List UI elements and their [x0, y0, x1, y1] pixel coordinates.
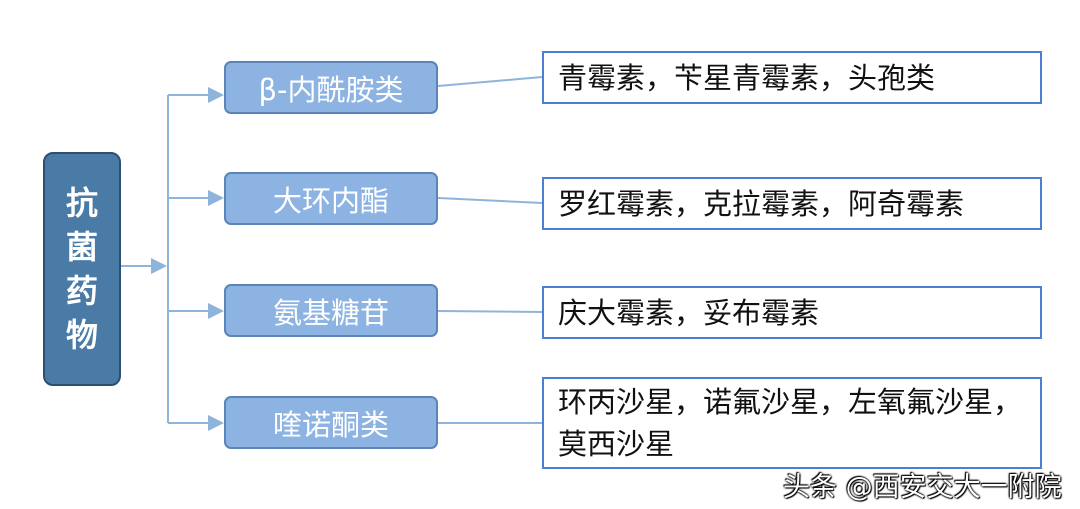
examples-text: 青霉素，苄星青霉素，头孢类 [558, 60, 936, 95]
examples-box-macrolide: 罗红霉素，克拉霉素，阿奇霉素 [542, 177, 1042, 230]
examples-box-quinolone: 环丙沙星，诺氟沙星，左氧氟沙星，莫西沙星 [542, 377, 1042, 469]
examples-text: 庆大霉素，妥布霉素 [558, 295, 820, 330]
root-node-antibacterial-drugs: 抗 菌 药 物 [43, 152, 121, 386]
example-line-1 [437, 76, 543, 87]
category-node-aminoglycoside: 氨基糖苷 [224, 284, 438, 337]
examples-box-aminoglycoside: 庆大霉素，妥布霉素 [542, 286, 1042, 339]
example-line-2 [437, 197, 543, 204]
examples-box-beta-lactam: 青霉素，苄星青霉素，头孢类 [542, 51, 1042, 104]
examples-text: 环丙沙星，诺氟沙星，左氧氟沙星，莫西沙星 [558, 385, 1023, 461]
category-node-beta-lactam: β-内酰胺类 [224, 61, 438, 114]
root-char: 药 [65, 272, 98, 310]
watermark-text: 头条 @西安交大一附院 [783, 472, 1062, 503]
category-node-macrolide: 大环内酯 [224, 172, 438, 225]
category-node-quinolone: 喹诺酮类 [224, 396, 438, 449]
root-char: 菌 [65, 228, 98, 266]
root-char: 物 [65, 316, 98, 354]
root-char: 抗 [65, 184, 98, 222]
examples-text: 罗红霉素，克拉霉素，阿奇霉素 [558, 186, 965, 221]
example-line-3 [437, 310, 543, 313]
